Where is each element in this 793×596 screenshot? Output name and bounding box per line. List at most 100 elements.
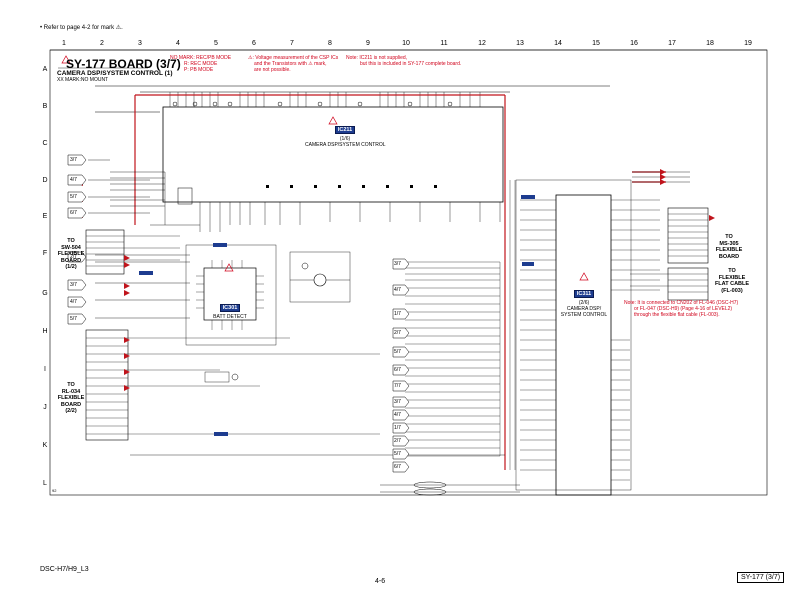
- mode-note-line: P: PB MODE: [184, 67, 214, 73]
- board-title: SY-177 BOARD (3/7): [66, 57, 181, 71]
- row-j: J: [43, 404, 47, 411]
- col-2: 2: [100, 40, 104, 47]
- ic211-note-line: but this is included in SY-177 complete …: [360, 61, 462, 67]
- col-13: 13: [516, 40, 524, 47]
- mode-note-line: R: REC MODE: [184, 61, 218, 67]
- rl034-label-line: RL-034: [61, 388, 81, 395]
- footer-model: DSC-H7/H9_L3: [40, 566, 89, 573]
- page-ref-tag[interactable]: 5/7: [394, 349, 401, 355]
- col-14: 14: [554, 40, 562, 47]
- sw504-label: TO SW-504 FLEXIBLE BOARD (1/2): [56, 238, 86, 271]
- sw504-label-line: BOARD: [60, 257, 82, 264]
- col-19: 19: [744, 40, 752, 47]
- rl034-label: TO RL-034 FLEXIBLE BOARD (2/2): [56, 382, 86, 415]
- ic311-desc: CAMERA DSP/: [566, 306, 602, 312]
- col-7: 7: [290, 40, 294, 47]
- row-f: F: [42, 250, 48, 257]
- ic301-desc: BATT DETECT: [213, 314, 247, 320]
- page-ref-tag[interactable]: 2/7: [394, 330, 401, 336]
- row-i: I: [44, 366, 46, 373]
- row-e: E: [42, 213, 48, 220]
- page-ref-tag[interactable]: 5/7: [394, 451, 401, 457]
- page-ref-tag[interactable]: 3/7: [70, 157, 77, 163]
- cn202-note-line: through the flexible flat cable (FL-003)…: [634, 312, 720, 318]
- voltage-note-line: are not possible.: [254, 67, 291, 73]
- ms305-label-line: BOARD: [718, 253, 740, 260]
- col-3: 3: [138, 40, 142, 47]
- header-note: • Refer to page 4-2 for mark ⚠.: [40, 25, 123, 31]
- svg-text:92: 92: [52, 488, 57, 493]
- sw504-label-line: SW-504: [61, 244, 81, 251]
- footer-board-ref: SY-177 (3/7): [737, 572, 785, 583]
- ic311-desc: SYSTEM CONTROL: [560, 312, 608, 318]
- cn202-note-line: or FL-047 (DSC-H9) (Page 4-16 of LEVEL2): [634, 306, 733, 312]
- page-ref-tag[interactable]: 4/7: [394, 287, 401, 293]
- ic211-body: [162, 106, 504, 203]
- flexflat-label: TO FLEXIBLE FLAT CABLE (FL-003): [712, 268, 752, 294]
- page-ref-tag[interactable]: 3/7: [394, 399, 401, 405]
- page-ref-tag[interactable]: 3/7: [70, 282, 77, 288]
- ic301-label: IC301 BATT DETECT: [210, 296, 250, 320]
- flexflat-connector-body: [667, 267, 709, 301]
- ic211-desc: (1/6): [339, 136, 351, 142]
- ic301-name: IC301: [219, 304, 241, 312]
- ic311-desc: (2/6): [578, 300, 590, 306]
- row-a: A: [42, 66, 48, 73]
- ms305-label-line: FLEXIBLE: [715, 247, 743, 253]
- ic211-name: IC211: [334, 126, 356, 134]
- row-l: L: [43, 480, 47, 487]
- ms305-label: TO MS-305 FLEXIBLE BOARD: [712, 234, 746, 260]
- voltage-note-line: and the Transistors with ⚠ mark,: [254, 61, 327, 67]
- page-ref-tag[interactable]: 3/7: [394, 261, 401, 267]
- flexflat-label-line: (FL-003): [721, 287, 743, 294]
- page-ref-tag[interactable]: 6/7: [394, 367, 401, 373]
- voltage-note: ⚠: Voltage measurement of the CSP ICs an…: [248, 55, 338, 73]
- page-ref-tag[interactable]: 5/7: [70, 316, 77, 322]
- row-g: G: [42, 290, 48, 297]
- page-ref-tag[interactable]: 4/7: [70, 299, 77, 305]
- col-5: 5: [214, 40, 218, 47]
- col-9: 9: [366, 40, 370, 47]
- page-ref-tag[interactable]: 5/7: [70, 194, 77, 200]
- no-mount-note: XX MARK:NO MOUNT: [57, 77, 109, 83]
- page-ref-tag[interactable]: 6/7: [394, 464, 401, 470]
- ic211-note-line: Note: IC211 is not supplied,: [346, 55, 408, 61]
- sw504-label-line: (1/2): [65, 264, 77, 270]
- col-18: 18: [706, 40, 714, 47]
- page-ref-tag[interactable]: 1/7: [394, 311, 401, 317]
- flexflat-label-line: FLEXIBLE: [718, 274, 746, 281]
- row-k: K: [42, 442, 48, 449]
- ms305-label-line: MS-305: [719, 240, 739, 247]
- cn202-note: Note: It is connected to CN202 of FL-046…: [624, 300, 738, 318]
- board-subtitle: CAMERA DSP/SYSTEM CONTROL (1): [57, 70, 173, 77]
- sw504-connector-body: [85, 229, 125, 275]
- ms305-connector-body: [667, 207, 709, 264]
- ic311-body: [555, 194, 612, 496]
- col-10: 10: [402, 40, 410, 47]
- page-ref-tag[interactable]: 2/7: [394, 438, 401, 444]
- col-11: 11: [440, 40, 448, 47]
- sw504-label-line: TO: [67, 238, 75, 244]
- page-ref-tag[interactable]: 6/7: [70, 210, 77, 216]
- column-grid: 1 2 3 4 5 6 7 8 9 10 11 12 13 14 15 16 1…: [50, 40, 767, 50]
- flexflat-label-line: TO: [728, 268, 736, 274]
- page-ref-tag[interactable]: 4/7: [394, 412, 401, 418]
- page-ref-tag[interactable]: 7/7: [394, 383, 401, 389]
- mode-note: NO MARK: REC/PB MODE R: REC MODE P: PB M…: [170, 55, 231, 73]
- col-16: 16: [630, 40, 638, 47]
- page-ref-tag[interactable]: 1/7: [394, 425, 401, 431]
- page-ref-tag[interactable]: 2/7: [70, 254, 77, 260]
- voltage-note-line: ⚠: Voltage measurement of the CSP ICs: [248, 55, 339, 61]
- page-ref-tag[interactable]: 4/7: [70, 177, 77, 183]
- ic211-desc: CAMERA DSP/SYSTEM CONTROL: [305, 142, 386, 148]
- board-title-text: SY-177 BOARD (3/7): [66, 57, 181, 71]
- rl034-label-line: BOARD: [60, 401, 82, 408]
- row-d: D: [42, 177, 48, 184]
- footer-page-number: 4-6: [375, 578, 386, 585]
- ic211-note: Note: IC211 is not supplied, but this is…: [346, 55, 461, 67]
- ic311-label: IC311 (2/6) CAMERA DSP/ SYSTEM CONTROL: [555, 282, 613, 318]
- ic311-name: IC311: [573, 290, 595, 298]
- row-h: H: [42, 328, 48, 335]
- rl034-label-line: (2/2): [65, 408, 77, 414]
